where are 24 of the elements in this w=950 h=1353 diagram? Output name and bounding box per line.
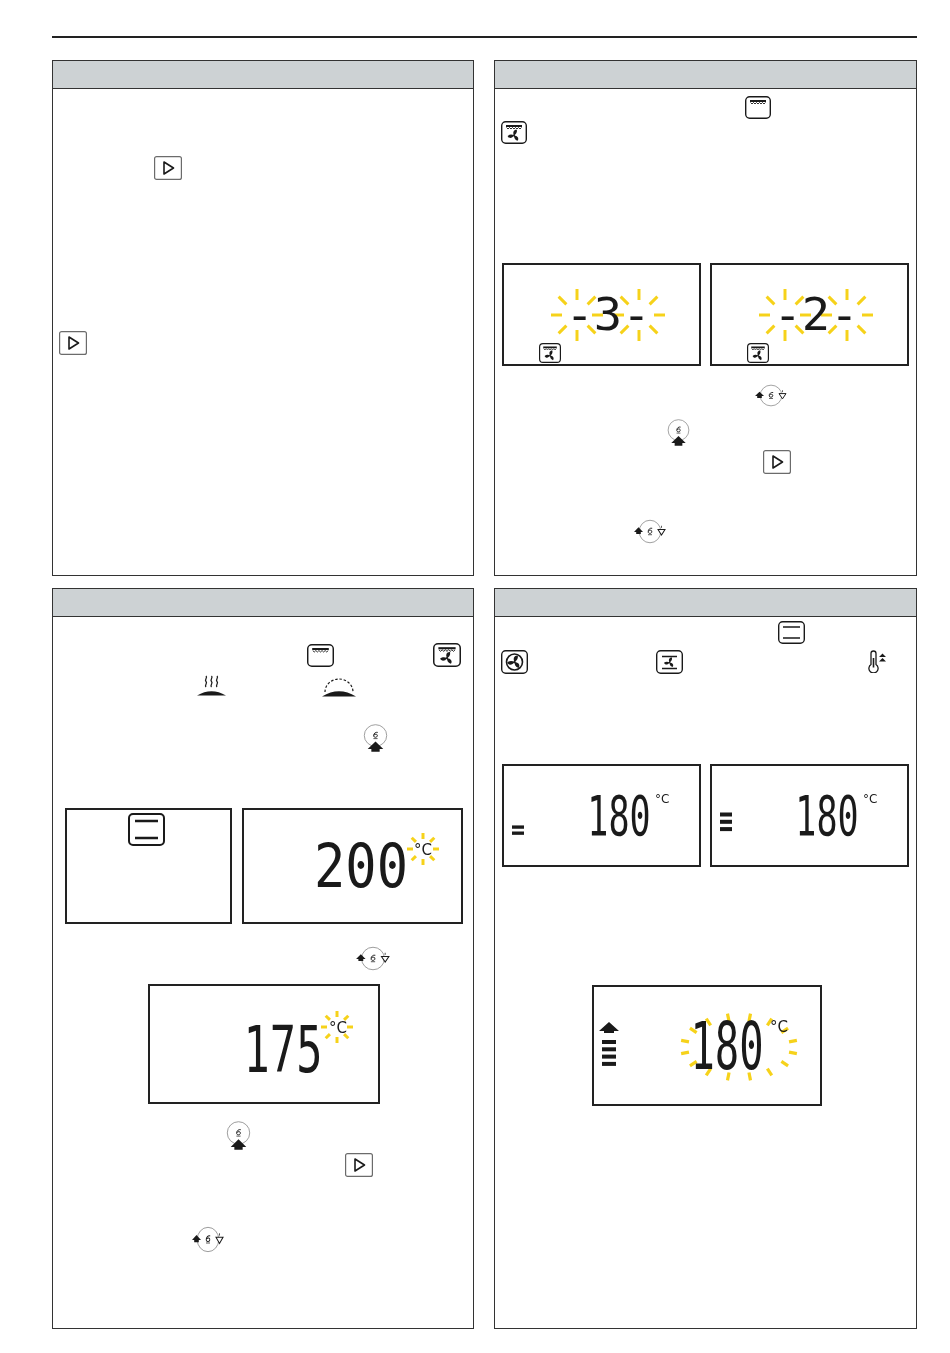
digit-readout: -2- bbox=[773, 298, 859, 332]
instruction-panel bbox=[494, 588, 917, 1329]
digit-readout: 175 bbox=[243, 1026, 323, 1076]
unit-label: °C bbox=[414, 843, 432, 858]
lcd-display bbox=[65, 808, 232, 924]
digit-readout: 180 bbox=[587, 795, 651, 837]
lcd-display bbox=[242, 808, 463, 924]
instruction-panel bbox=[52, 588, 474, 1329]
unit-label: °C bbox=[770, 1020, 788, 1035]
digit-readout: 180 bbox=[690, 1020, 764, 1072]
instruction-panel bbox=[494, 60, 917, 576]
lcd-display bbox=[592, 985, 822, 1106]
lcd-display bbox=[502, 263, 701, 366]
lcd-display bbox=[502, 764, 701, 867]
unit-label: °C bbox=[863, 793, 878, 805]
lcd-display bbox=[148, 984, 380, 1104]
instruction-panel bbox=[52, 60, 474, 576]
lcd-display bbox=[710, 764, 909, 867]
digit-readout: -3- bbox=[565, 298, 651, 332]
unit-label: °C bbox=[329, 1021, 347, 1036]
unit-label: °C bbox=[655, 793, 670, 805]
lcd-display bbox=[710, 263, 909, 366]
digit-readout: 200 bbox=[314, 843, 408, 891]
digit-readout: 180 bbox=[795, 795, 859, 837]
